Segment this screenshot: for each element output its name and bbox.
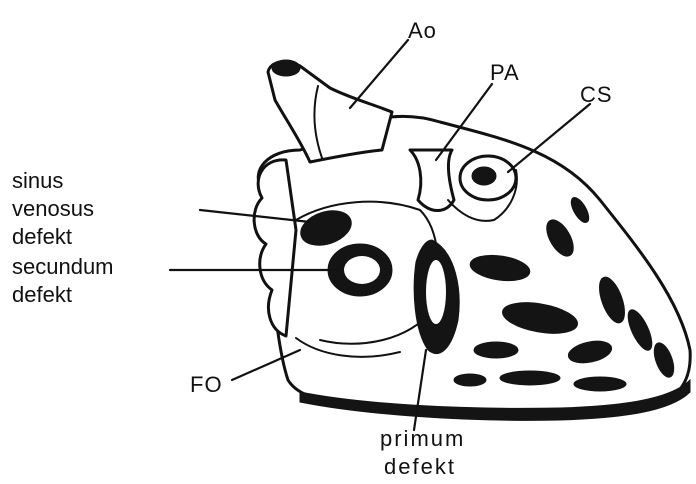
- atrial-appendage: [254, 160, 296, 336]
- aorta-stump: [268, 62, 392, 162]
- coronary-sinus-opening: [472, 167, 496, 185]
- label-ao: Ao: [408, 18, 437, 43]
- secundum-defect-inner: [344, 256, 380, 284]
- aorta-opening: [272, 60, 300, 76]
- label-secundum-line2: defekt: [12, 282, 72, 307]
- leader-ao: [350, 40, 408, 108]
- label-fo: FO: [190, 372, 223, 397]
- primum-defect-highlight: [426, 260, 446, 324]
- label-secundum-line1: secundum: [12, 254, 114, 279]
- label-primum-line2: defekt: [384, 454, 456, 479]
- heart-illustration: [254, 60, 690, 420]
- label-cs: CS: [580, 82, 613, 107]
- label-sinus-line1: sinus: [12, 168, 63, 193]
- label-pa: PA: [490, 60, 520, 85]
- label-sinus-line3: defekt: [12, 224, 72, 249]
- label-sinus-line2: venosus: [12, 196, 94, 221]
- label-primum-line1: primum: [380, 426, 465, 451]
